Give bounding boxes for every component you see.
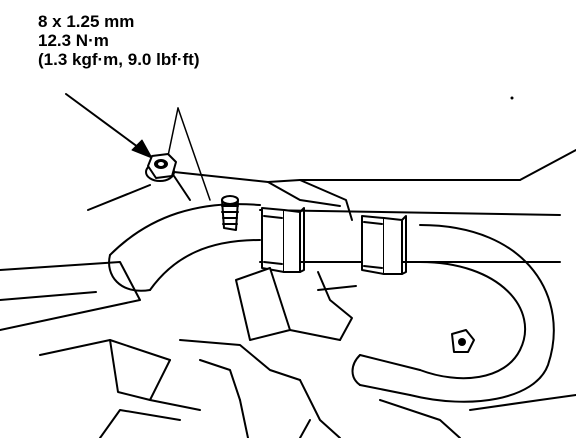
torque-callout: 8 x 1.25 mm 12.3 N·m (1.3 kgf·m, 9.0 lbf…	[38, 12, 200, 69]
bolt-size-label: 8 x 1.25 mm	[38, 12, 135, 31]
bracket-strap	[235, 267, 357, 341]
return-pipe	[351, 224, 555, 403]
speck	[510, 96, 514, 100]
lower-frame	[0, 261, 341, 438]
small-bolt-icon	[451, 329, 475, 353]
torque-alt-label: (1.3 kgf·m, 9.0 lbf·ft)	[38, 50, 200, 69]
leader-arrow	[65, 93, 153, 159]
lower-right-frame	[299, 394, 576, 438]
torque-nm-label: 12.3 N·m	[38, 31, 109, 50]
pointer-lines	[167, 107, 211, 201]
bent-pipe	[108, 203, 261, 292]
hose-clamp-left-icon	[261, 207, 305, 273]
stud-bolt-icon	[221, 195, 239, 231]
flange-nut-icon	[145, 153, 177, 182]
hose-clamp-right-icon	[361, 215, 407, 275]
frame-outline	[87, 149, 576, 221]
